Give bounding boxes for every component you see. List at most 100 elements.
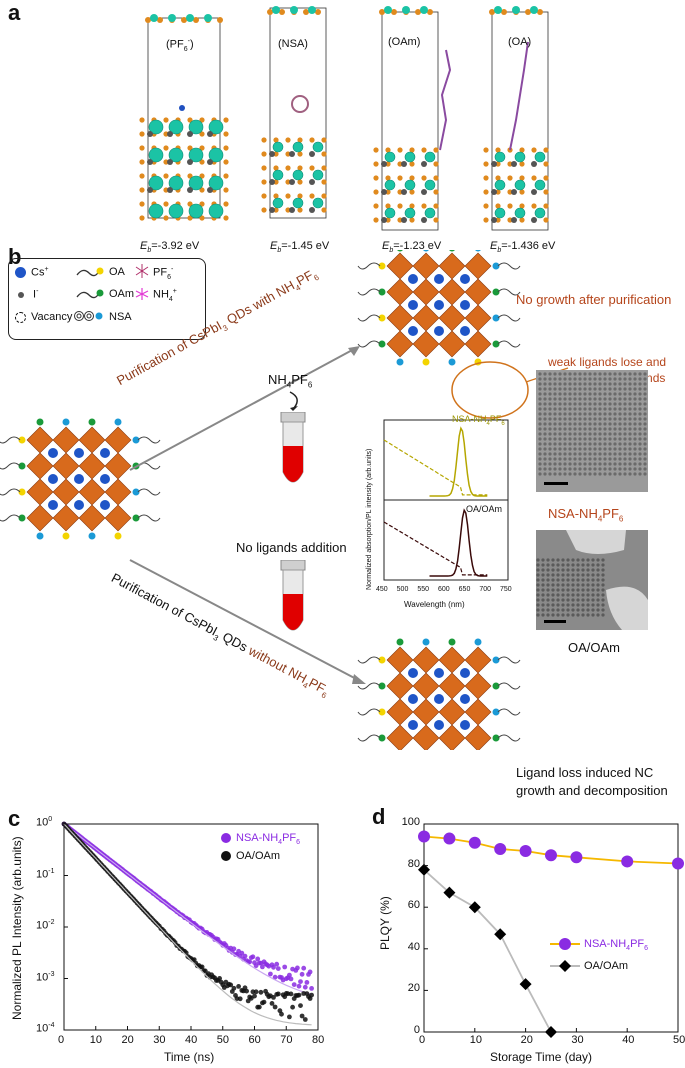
nanocrystal: [598, 397, 601, 400]
plqy-point: [494, 843, 506, 855]
nanocrystal: [601, 573, 604, 576]
octahedron: [465, 725, 491, 750]
iodide-atom: [397, 175, 402, 180]
nanocrystal: [603, 397, 606, 400]
nanocrystal: [633, 452, 636, 455]
nanocrystal: [536, 608, 539, 611]
iodide-atom: [261, 179, 266, 184]
iodide-atom: [309, 193, 314, 198]
nanocrystal: [571, 568, 574, 571]
nanocrystal: [538, 432, 541, 435]
ligand-head: [37, 533, 44, 540]
nanocrystal: [548, 377, 551, 380]
nanocrystal: [643, 397, 646, 400]
nanocrystal: [543, 412, 546, 415]
nanocrystal: [568, 462, 571, 465]
nanocrystal: [623, 417, 626, 420]
cs-atom: [535, 208, 545, 218]
iodide-atom: [433, 217, 438, 222]
ligand-head: [63, 533, 70, 540]
cs-ion: [434, 326, 444, 336]
nanocrystal: [638, 447, 641, 450]
lead-atom: [269, 207, 275, 213]
nanocrystal: [561, 558, 564, 561]
cs-atom: [515, 180, 525, 190]
lead-atom: [511, 189, 517, 195]
spectra-xtick: 650: [459, 586, 471, 593]
nanocrystal: [601, 613, 604, 616]
nanocrystal: [543, 382, 546, 385]
nanocrystal: [538, 447, 541, 450]
plqy-point: [520, 845, 532, 857]
nanocrystal: [643, 457, 646, 460]
nanocrystal: [568, 372, 571, 375]
nanocrystal: [536, 578, 539, 581]
nanocrystal: [588, 462, 591, 465]
cs-atom: [209, 204, 223, 218]
nanocrystal: [543, 427, 546, 430]
nanocrystal: [633, 472, 636, 475]
cs-atom: [515, 152, 525, 162]
nanocrystal: [568, 432, 571, 435]
lead-atom: [511, 161, 517, 167]
lead-atom: [531, 161, 537, 167]
decay-point: [259, 990, 264, 995]
nanocrystal: [558, 372, 561, 375]
nanocrystal: [608, 372, 611, 375]
nanocrystal: [643, 462, 646, 465]
cs-atom: [535, 180, 545, 190]
iodide-atom: [139, 201, 144, 206]
cs-atom: [512, 6, 520, 14]
ligand-tail: [358, 657, 380, 663]
ligand-tail: [358, 735, 380, 741]
nanocrystal: [551, 608, 554, 611]
nanocrystal: [598, 447, 601, 450]
cs-atom: [530, 6, 538, 14]
nanocrystal: [556, 568, 559, 571]
nanocrystal: [596, 588, 599, 591]
plqy-ytick: 20: [400, 982, 420, 994]
nanocrystal: [623, 427, 626, 430]
nanocrystal: [578, 437, 581, 440]
nanocrystal: [546, 608, 549, 611]
iodide-atom: [373, 147, 378, 152]
ligand-head: [449, 639, 456, 646]
cs-atom: [313, 142, 323, 152]
nanocrystal: [576, 583, 579, 586]
nanocrystal: [628, 382, 631, 385]
nanocrystal: [601, 608, 604, 611]
lead-atom: [187, 187, 193, 193]
nanocrystal: [588, 452, 591, 455]
nanocrystal: [541, 593, 544, 596]
nanocrystal: [561, 573, 564, 576]
nanocrystal: [591, 563, 594, 566]
nanocrystal: [581, 598, 584, 601]
nanocrystal: [603, 457, 606, 460]
nanocrystal: [558, 442, 561, 445]
nanocrystal: [538, 457, 541, 460]
iodide-atom: [309, 165, 314, 170]
nanocrystal: [623, 372, 626, 375]
nanocrystal: [593, 457, 596, 460]
nanocrystal: [586, 603, 589, 606]
plqy-legend-marker: [559, 938, 571, 950]
abs-curve-oa: [384, 522, 487, 575]
nanocrystal: [596, 583, 599, 586]
nanocrystal: [548, 427, 551, 430]
plqy-point: [672, 858, 684, 870]
nanocrystal: [628, 377, 631, 380]
cs-atom: [385, 180, 395, 190]
iodide-atom: [531, 203, 536, 208]
lead-atom: [269, 179, 275, 185]
octahedron: [413, 279, 439, 305]
nanocrystal: [556, 588, 559, 591]
nanocrystal: [553, 392, 556, 395]
cs-atom: [290, 6, 298, 14]
nanocrystal: [603, 392, 606, 395]
octahedron: [413, 673, 439, 699]
octahedron: [439, 331, 465, 357]
nanocrystal: [568, 422, 571, 425]
nanocrystal: [536, 558, 539, 561]
cs-atom: [425, 152, 435, 162]
nanocrystal: [578, 452, 581, 455]
